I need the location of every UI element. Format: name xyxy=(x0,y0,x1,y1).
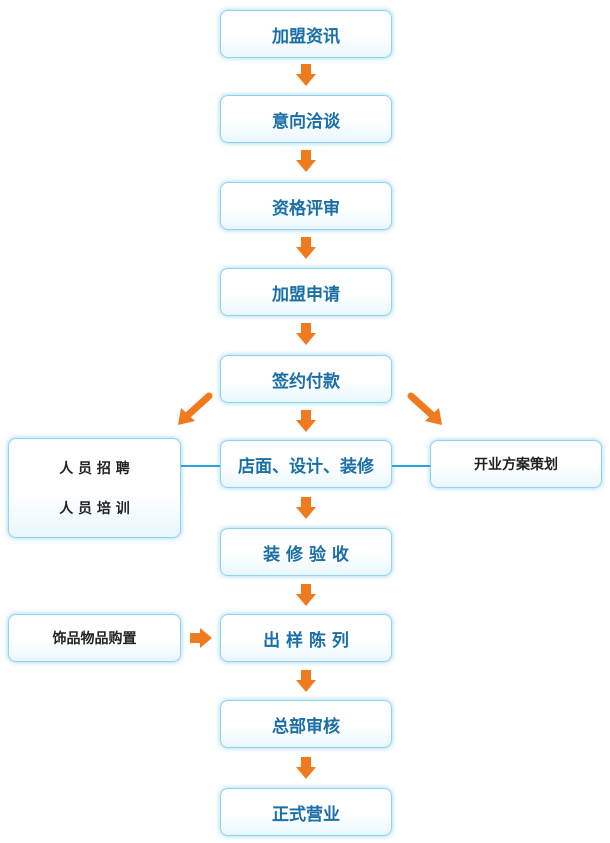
side-staff-box: 人 员 招 聘 人 员 培 训 xyxy=(8,438,181,538)
step-franchise-info: 加盟资讯 xyxy=(220,10,392,58)
down-arrow-icon xyxy=(296,410,316,432)
side-opening-plan-box: 开业方案策划 xyxy=(430,440,602,488)
down-arrow-icon xyxy=(296,237,316,259)
staff-train-label: 人 员 培 训 xyxy=(59,500,130,517)
side-purchase-box: 饰品物品购置 xyxy=(8,614,181,662)
step-label: 签约付款 xyxy=(272,371,340,392)
down-arrow-icon xyxy=(296,323,316,345)
step-label: 加盟资讯 xyxy=(272,26,340,47)
staff-recruit-label: 人 员 招 聘 xyxy=(59,461,130,478)
step-label: 意向洽谈 xyxy=(272,111,340,132)
step-label: 装 修 验 收 xyxy=(263,544,349,565)
down-arrow-icon xyxy=(296,670,316,692)
step-franchise-application: 加盟申请 xyxy=(220,268,392,316)
opening-plan-label: 开业方案策划 xyxy=(474,457,558,473)
down-arrow-icon xyxy=(296,497,316,519)
diagonal-arrow-left-icon xyxy=(178,392,213,425)
step-decoration-inspection: 装 修 验 收 xyxy=(220,528,392,576)
step-label: 资格评审 xyxy=(272,198,340,219)
step-label: 正式营业 xyxy=(272,804,340,825)
step-store-design-decoration: 店面、设计、装修 xyxy=(220,440,392,488)
step-qualification-review: 资格评审 xyxy=(220,182,392,230)
step-label: 出 样 陈 列 xyxy=(263,630,349,651)
down-arrow-icon xyxy=(296,150,316,172)
down-arrow-icon xyxy=(296,584,316,606)
step-label: 加盟申请 xyxy=(272,284,340,305)
step-label: 店面、设计、装修 xyxy=(238,456,374,477)
connector-line-right xyxy=(392,465,430,467)
step-official-opening: 正式营业 xyxy=(220,788,392,836)
step-sign-and-pay: 签约付款 xyxy=(220,355,392,403)
purchase-label: 饰品物品购置 xyxy=(52,631,137,647)
right-arrow-icon xyxy=(190,628,212,648)
step-label: 总部审核 xyxy=(272,716,340,737)
down-arrow-icon xyxy=(296,757,316,779)
down-arrow-icon xyxy=(296,64,316,86)
diagonal-arrow-right-icon xyxy=(407,392,442,425)
connector-line-left xyxy=(181,465,220,467)
step-intent-talk: 意向洽谈 xyxy=(220,95,392,143)
step-sample-display: 出 样 陈 列 xyxy=(220,614,392,662)
step-hq-review: 总部审核 xyxy=(220,700,392,748)
